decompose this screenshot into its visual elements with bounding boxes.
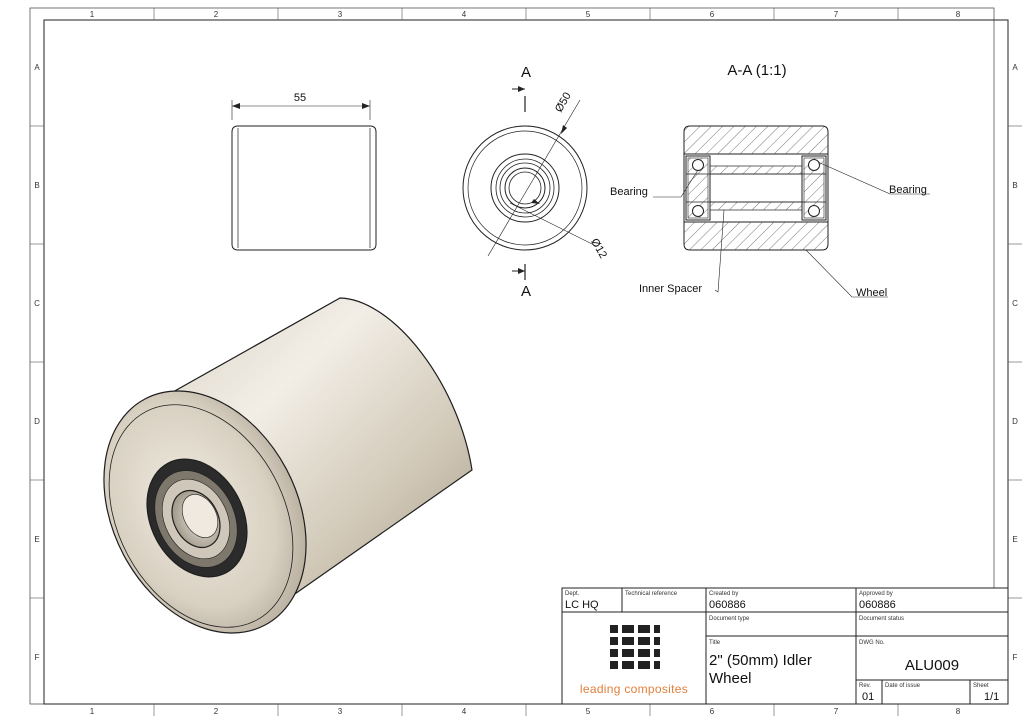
zone-col-8: 8 bbox=[956, 10, 961, 19]
tech-ref-label: Technical reference bbox=[625, 591, 678, 597]
dwg-no-value: ALU009 bbox=[905, 657, 959, 674]
dwg-no-label: DWG No. bbox=[859, 640, 885, 646]
zone-columns-bottom: 1 2 3 4 5 6 7 8 bbox=[90, 704, 961, 716]
isometric-view bbox=[103, 297, 473, 634]
zone-col-3: 3 bbox=[338, 10, 343, 19]
zone-col-6: 6 bbox=[710, 10, 715, 19]
dept-value: LC HQ bbox=[565, 599, 599, 611]
zone-col-5-bottom: 5 bbox=[586, 707, 591, 716]
zone-rows-right: A B C D E F bbox=[1008, 63, 1022, 662]
section-view-title: A-A (1:1) bbox=[727, 62, 786, 79]
length-dimension: 55 bbox=[294, 92, 306, 104]
front-view bbox=[462, 86, 597, 280]
sheet-label: Sheet bbox=[973, 683, 989, 689]
section-marker-bottom: A bbox=[521, 283, 531, 300]
section-marker-top: A bbox=[521, 64, 531, 81]
bearing-right-label: Bearing bbox=[889, 184, 927, 196]
zone-col-2: 2 bbox=[214, 10, 219, 19]
section-leaders bbox=[653, 161, 930, 298]
drawing-title-line1: 2" (50mm) Idler bbox=[709, 652, 812, 669]
zone-col-7-bottom: 7 bbox=[834, 707, 839, 716]
zone-col-4-bottom: 4 bbox=[462, 707, 467, 716]
zone-col-5: 5 bbox=[586, 10, 591, 19]
doc-status-label: Document status bbox=[859, 616, 904, 622]
sheet-value: 1/1 bbox=[984, 691, 999, 703]
zone-row-d: D bbox=[34, 417, 40, 426]
zone-col-6-bottom: 6 bbox=[710, 707, 715, 716]
zone-col-4: 4 bbox=[462, 10, 467, 19]
dept-label: Dept. bbox=[565, 591, 580, 597]
zone-row-c-right: C bbox=[1012, 299, 1018, 308]
title-label: Title bbox=[709, 640, 721, 646]
approved-by-label: Approved by bbox=[859, 591, 893, 597]
drawing-title-line2: Wheel bbox=[709, 670, 752, 687]
zone-row-a-right: A bbox=[1012, 63, 1018, 72]
zone-row-e: E bbox=[34, 535, 39, 544]
zone-row-a: A bbox=[34, 63, 40, 72]
wheel-label: Wheel bbox=[856, 287, 887, 299]
section-view bbox=[683, 125, 829, 251]
doc-type-label: Document type bbox=[709, 616, 750, 622]
bore-diameter-dimension: Ø12 bbox=[588, 236, 609, 260]
zone-col-3-bottom: 3 bbox=[338, 707, 343, 716]
zone-row-e-right: E bbox=[1012, 535, 1017, 544]
side-view bbox=[231, 100, 377, 251]
rev-value: 01 bbox=[862, 691, 874, 703]
bearing-left-label: Bearing bbox=[610, 186, 648, 198]
company-logo-icon bbox=[610, 621, 660, 673]
zone-row-b-right: B bbox=[1012, 181, 1017, 190]
zone-col-8-bottom: 8 bbox=[956, 707, 961, 716]
zone-row-b: B bbox=[34, 181, 39, 190]
zone-columns-top: 1 2 3 4 5 6 7 8 bbox=[90, 8, 961, 20]
outer-diameter-dimension: Ø50 bbox=[553, 90, 574, 114]
created-by-label: Created by bbox=[709, 591, 738, 597]
zone-col-1-bottom: 1 bbox=[90, 707, 95, 716]
rev-label: Rev. bbox=[859, 683, 871, 689]
zone-row-d-right: D bbox=[1012, 417, 1018, 426]
approved-by-value: 060886 bbox=[859, 599, 896, 611]
zone-row-f: F bbox=[35, 653, 40, 662]
zone-rows-left: A B C D E F bbox=[30, 63, 44, 662]
zone-row-c: C bbox=[34, 299, 40, 308]
zone-col-1: 1 bbox=[90, 10, 95, 19]
inner-spacer-label: Inner Spacer bbox=[639, 283, 702, 295]
zone-row-f-right: F bbox=[1013, 653, 1018, 662]
zone-col-2-bottom: 2 bbox=[214, 707, 219, 716]
company-name: leading composites bbox=[580, 682, 688, 696]
created-by-value: 060886 bbox=[709, 599, 746, 611]
zone-col-7: 7 bbox=[834, 10, 839, 19]
date-label: Date of issue bbox=[885, 683, 921, 689]
